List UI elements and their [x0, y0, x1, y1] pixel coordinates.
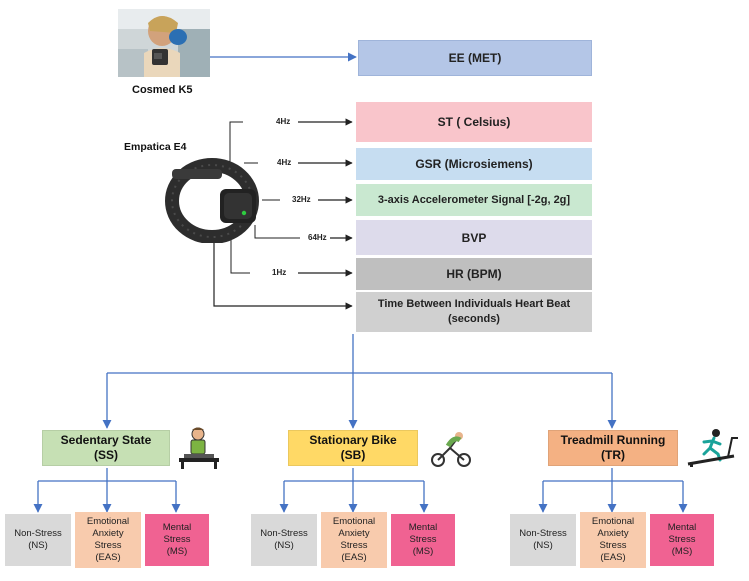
activity-bike-line2: (SB)	[340, 448, 366, 462]
activity-box-bike: Stationary Bike (SB)	[288, 430, 418, 466]
signal-label-ibi-line1: Time Between Individuals Heart Beat	[377, 298, 571, 310]
ss-non-stress-box: Non-Stress (NS)	[5, 514, 71, 566]
empatica-e4-wristband-image	[162, 155, 266, 244]
tr-eas-line4: (EAS)	[600, 552, 626, 563]
ss-non-stress-line1: Non-Stress	[14, 528, 62, 539]
cyclist-icon	[426, 430, 476, 468]
empatica-e4-label: Empatica E4	[124, 141, 187, 153]
signal-box-ee: EE (MET)	[358, 40, 592, 76]
gsr-frequency-label: 4Hz	[277, 158, 292, 167]
sb-ms-line1: Mental	[408, 522, 438, 533]
acc-frequency-label: 32Hz	[292, 195, 311, 204]
ss-ms-line1: Mental	[162, 522, 192, 533]
tr-emotional-anxiety-box: Emotional Anxiety Stress (EAS)	[580, 512, 646, 568]
ss-ms-line2: Stress	[163, 534, 191, 545]
signal-box-accelerometer: 3-axis Accelerometer Signal [-2g, 2g]	[356, 184, 592, 216]
tr-ms-line3: (MS)	[671, 546, 693, 557]
signal-box-st: ST ( Celsius)	[356, 102, 592, 142]
bvp-frequency-label: 64Hz	[308, 233, 327, 242]
tr-eas-line2: Anxiety	[597, 528, 629, 539]
activity-treadmill-line1: Treadmill Running	[560, 433, 666, 447]
signal-label-st: ST ( Celsius)	[437, 115, 511, 129]
ss-mental-stress-box: Mental Stress (MS)	[145, 514, 209, 566]
sb-eas-line2: Anxiety	[338, 528, 370, 539]
sb-emotional-anxiety-box: Emotional Anxiety Stress (EAS)	[321, 512, 387, 568]
tr-non-stress-box: Non-Stress (NS)	[510, 514, 576, 566]
sb-eas-line1: Emotional	[332, 516, 376, 527]
ss-eas-line2: Anxiety	[92, 528, 124, 539]
tr-ms-line1: Mental	[667, 522, 697, 533]
signal-label-ee: EE (MET)	[448, 51, 502, 65]
activity-box-treadmill: Treadmill Running (TR)	[548, 430, 678, 466]
activity-treadmill-line2: (TR)	[601, 448, 625, 462]
sb-non-stress-line1: Non-Stress	[260, 528, 308, 539]
st-frequency-label: 4Hz	[276, 117, 291, 126]
activity-sedentary-line1: Sedentary State	[60, 433, 152, 447]
ss-eas-line1: Emotional	[86, 516, 130, 527]
tr-mental-stress-box: Mental Stress (MS)	[650, 514, 714, 566]
activity-sedentary-line2: (SS)	[94, 448, 118, 462]
ss-eas-line4: (EAS)	[95, 552, 121, 563]
hr-frequency-label: 1Hz	[272, 268, 287, 277]
tr-non-stress-line1: Non-Stress	[519, 528, 567, 539]
signal-box-hr: HR (BPM)	[356, 258, 592, 290]
ss-eas-line3: Stress	[94, 540, 122, 551]
sb-ms-line2: Stress	[409, 534, 437, 545]
signal-label-ibi-line2: (seconds)	[448, 313, 500, 325]
signal-box-gsr: GSR (Microsiemens)	[356, 148, 592, 180]
ss-non-stress-line2: (NS)	[28, 540, 48, 551]
activity-box-sedentary: Sedentary State (SS)	[42, 430, 170, 466]
tr-non-stress-line2: (NS)	[533, 540, 553, 551]
ss-emotional-anxiety-box: Emotional Anxiety Stress (EAS)	[75, 512, 141, 568]
sb-eas-line4: (EAS)	[341, 552, 367, 563]
cosmed-k5-photo	[118, 9, 210, 77]
ss-ms-line3: (MS)	[166, 546, 188, 557]
sb-eas-line3: Stress	[340, 540, 368, 551]
signal-box-ibi: Time Between Individuals Heart Beat (sec…	[356, 292, 592, 332]
signal-label-gsr: GSR (Microsiemens)	[415, 157, 533, 171]
treadmill-runner-icon	[684, 428, 740, 468]
sb-mental-stress-box: Mental Stress (MS)	[391, 514, 455, 566]
tr-eas-line1: Emotional	[591, 516, 635, 527]
activity-bike-line1: Stationary Bike	[309, 433, 397, 447]
sb-ms-line3: (MS)	[412, 546, 434, 557]
sb-non-stress-line2: (NS)	[274, 540, 294, 551]
sb-non-stress-box: Non-Stress (NS)	[251, 514, 317, 566]
cosmed-k5-label: Cosmed K5	[132, 84, 193, 96]
sitting-person-icon	[176, 426, 222, 470]
signal-label-bvp: BVP	[461, 230, 487, 245]
signal-label-accelerometer: 3-axis Accelerometer Signal [-2g, 2g]	[377, 194, 571, 206]
tr-ms-line2: Stress	[668, 534, 696, 545]
signal-label-hr: HR (BPM)	[446, 267, 502, 281]
tr-eas-line3: Stress	[599, 540, 627, 551]
signal-box-bvp: BVP	[356, 220, 592, 255]
